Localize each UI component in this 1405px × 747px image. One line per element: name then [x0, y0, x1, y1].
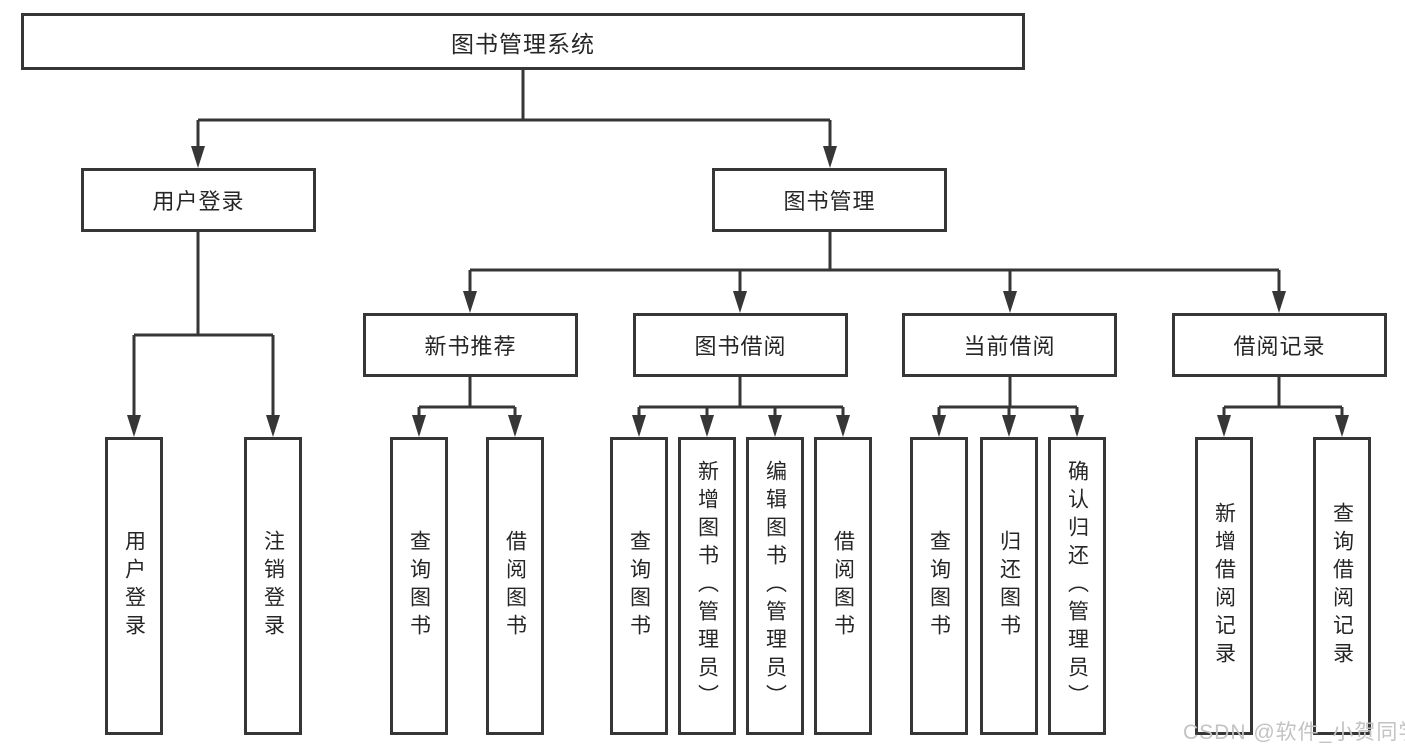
node-borrowing-records: 借阅记录 — [1172, 313, 1387, 377]
node-label: 查询图书 — [627, 530, 651, 642]
leaf-confirm-return-admin: 确认归还（管理员） — [1048, 437, 1106, 735]
node-label: 查询借阅记录 — [1330, 502, 1354, 670]
leaf-query-books-current: 查询图书 — [910, 437, 968, 735]
leaf-borrow-books-recommend: 借阅图书 — [486, 437, 544, 735]
node-label: 注销登录 — [261, 530, 285, 642]
leaf-query-borrow-record: 查询借阅记录 — [1313, 437, 1371, 735]
node-label: 归还图书 — [997, 530, 1021, 642]
node-label: 用户登录 — [122, 530, 146, 642]
node-book-management: 图书管理 — [712, 168, 947, 232]
node-label: 确认归还（管理员） — [1065, 460, 1089, 712]
leaf-borrow-books: 借阅图书 — [814, 437, 872, 735]
leaf-user-login: 用户登录 — [105, 437, 163, 735]
node-label: 借阅图书 — [503, 530, 527, 642]
node-label: 编辑图书（管理员） — [763, 460, 787, 712]
node-label: 新增借阅记录 — [1212, 502, 1236, 670]
leaf-return-books: 归还图书 — [980, 437, 1038, 735]
node-label: 查询图书 — [407, 530, 431, 642]
node-label: 借阅记录 — [1233, 334, 1326, 359]
node-label: 图书借阅 — [694, 334, 787, 359]
node-label: 查询图书 — [927, 530, 951, 642]
leaf-add-books-admin: 新增图书（管理员） — [678, 437, 736, 735]
leaf-edit-books-admin: 编辑图书（管理员） — [746, 437, 804, 735]
node-label: 图书管理系统 — [451, 30, 595, 57]
leaf-logout: 注销登录 — [244, 437, 302, 735]
leaf-add-borrow-record: 新增借阅记录 — [1195, 437, 1253, 735]
csdn-watermark: CSDN @软件_小贺同学 — [1183, 721, 1405, 744]
node-label: 图书管理 — [783, 189, 876, 214]
node-book-borrowing: 图书借阅 — [633, 313, 848, 377]
leaf-query-books-borrowing: 查询图书 — [610, 437, 668, 735]
node-user-login: 用户登录 — [81, 168, 316, 232]
node-new-book-recommendation: 新书推荐 — [363, 313, 578, 377]
node-label: 新增图书（管理员） — [695, 460, 719, 712]
node-current-borrowing: 当前借阅 — [902, 313, 1117, 377]
node-label: 新书推荐 — [424, 334, 517, 359]
node-label: 用户登录 — [152, 189, 245, 214]
leaf-query-books-recommend: 查询图书 — [390, 437, 448, 735]
node-label: 借阅图书 — [831, 530, 855, 642]
node-label: 当前借阅 — [963, 334, 1056, 359]
node-library-management-system: 图书管理系统 — [21, 13, 1025, 70]
